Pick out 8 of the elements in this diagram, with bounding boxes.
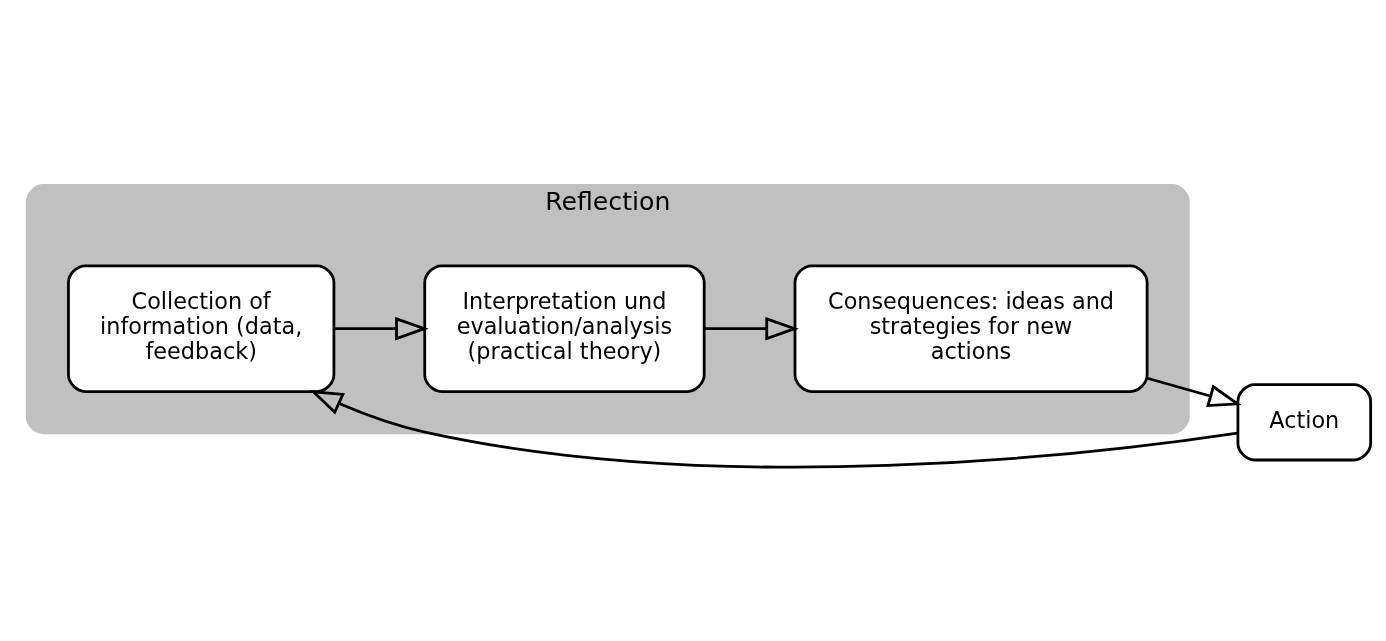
arrow <box>1146 376 1242 408</box>
arrow <box>309 390 1238 469</box>
node-box: Action <box>1236 383 1373 462</box>
node-box: Collection of information (data, feedback) <box>67 264 336 393</box>
arrow <box>704 316 799 341</box>
node-box: Consequences: ideas and strategies for new actions <box>793 264 1149 393</box>
node-box: Interpretation und evaluation/analysis (practical theory) <box>423 264 706 393</box>
arrow <box>334 316 429 341</box>
